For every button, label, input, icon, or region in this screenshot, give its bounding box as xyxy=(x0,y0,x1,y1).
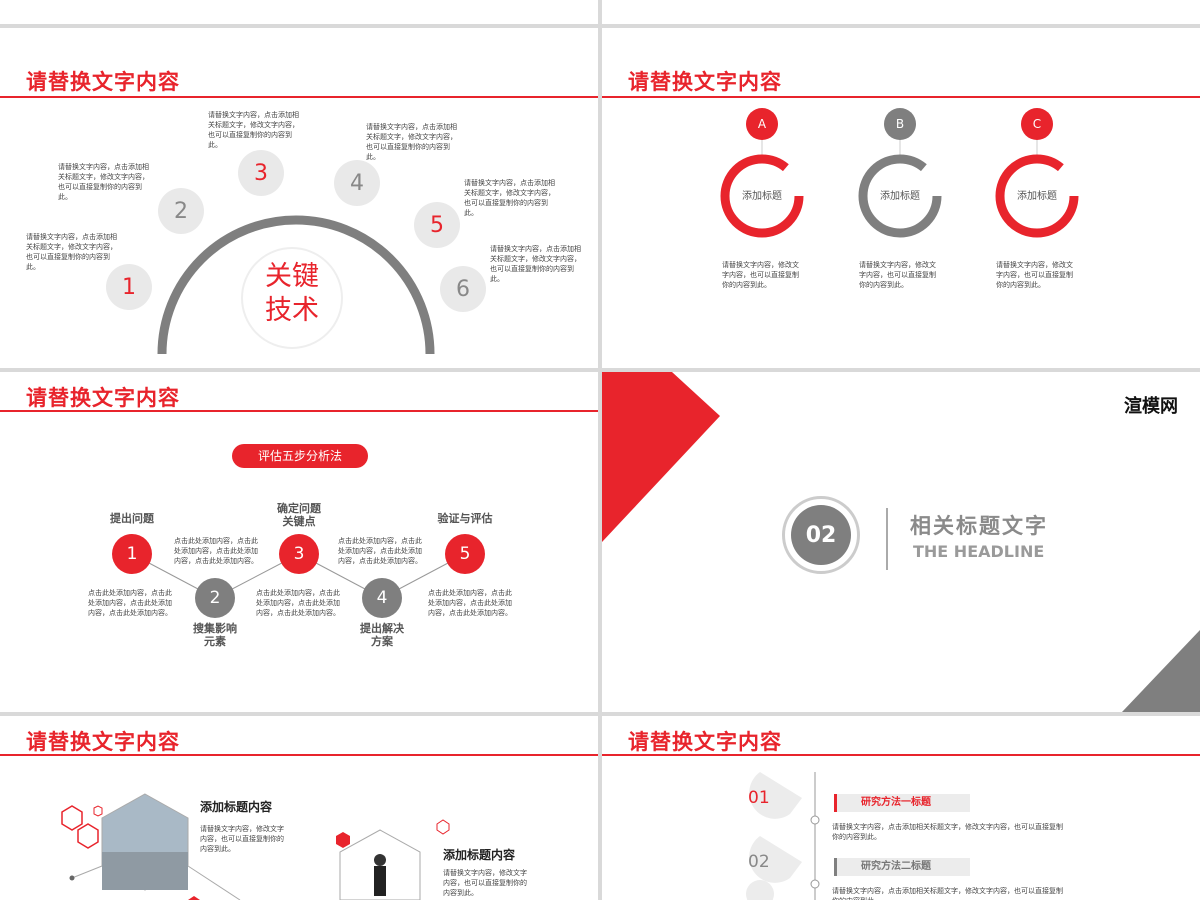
step-5: 5 xyxy=(445,534,485,574)
text-block: 请替换文字内容，点击添加相关标题文字，修改文字内容，也可以直接复制你的内容到此。 xyxy=(464,179,555,217)
bubble-2: 2 xyxy=(158,188,204,234)
section-number: 02 xyxy=(791,505,851,565)
slide-title: 请替换文字内容 xyxy=(628,70,782,94)
row-number: 01 xyxy=(748,788,770,808)
item1-title: 添加标题内容 xyxy=(200,800,273,814)
corner-triangles xyxy=(602,372,1200,712)
slide-key-technology: 请替换文字内容 关键技术 1 2 3 4 5 6 请替换文字内容，点击添加相关标… xyxy=(0,28,598,368)
step-desc: 点击此处添加内容，点击此处添加内容，点击此处添加内容，点击此处添加内容。 xyxy=(256,589,340,617)
item-desc: 请替换文字内容，修改文字内容，也可以直接复制你的内容到此。 xyxy=(859,261,936,289)
bubble-5: 5 xyxy=(414,202,460,248)
slide-title: 请替换文字内容 xyxy=(26,730,180,754)
step-label: 提出问题 xyxy=(110,512,154,525)
slide-title: 请替换文字内容 xyxy=(628,730,782,754)
slide-hexagon-items: 请替换文字内容 添加标题内容 请替换文字内容，修改文字内容，也可以直接复制你的内… xyxy=(0,716,598,900)
slide-three-titles: 请替换文字内容 A B C 添加标题 添加标题 添加标题 请替换文字内容，修改文… xyxy=(602,28,1200,368)
slide-top-left-partial xyxy=(0,0,598,24)
text-block: 请替换文字内容，点击添加相关标题文字，修改文字内容，也可以直接复制你的内容到此。 xyxy=(58,163,149,201)
step-1: 1 xyxy=(112,534,152,574)
text-block: 请替换文字内容，点击添加相关标题文字，修改文字内容，也可以直接复制你的内容到此。 xyxy=(490,245,581,283)
bubble-3: 3 xyxy=(238,150,284,196)
divider-bar xyxy=(886,508,888,570)
slide-title: 请替换文字内容 xyxy=(26,386,180,410)
step-label: 验证与评估 xyxy=(437,512,493,525)
timeline-graphic xyxy=(746,772,820,900)
analysis-pill: 评估五步分析法 xyxy=(232,444,368,468)
step-label: 搜集影响元素 xyxy=(193,622,237,648)
item2-desc: 请替换文字内容，修改文字内容，也可以直接复制你的内容到此。 xyxy=(443,869,527,897)
item-desc: 请替换文字内容，修改文字内容，也可以直接复制你的内容到此。 xyxy=(996,261,1073,289)
row-desc: 请替换文字内容，点击添加相关标题文字，修改文字内容，也可以直接复制你的内容到此。 xyxy=(832,887,1063,900)
letter-a: A xyxy=(746,108,778,140)
row-title: 研究方法二标题 xyxy=(834,858,970,876)
slide-research-methods: 请替换文字内容 01 02 研究方法一标题 研究方法二标题 请替换文字内容，点击… xyxy=(602,716,1200,900)
hexagon-graphics xyxy=(61,793,450,900)
text-block: 请替换文字内容，点击添加相关标题文字，修改文字内容，也可以直接复制你的内容到此。 xyxy=(208,111,299,149)
bubble-4: 4 xyxy=(334,160,380,206)
row-desc: 请替换文字内容，点击添加相关标题文字，修改文字内容，也可以直接复制你的内容到此。 xyxy=(832,823,1063,841)
letter-b: B xyxy=(884,108,916,140)
step-desc: 点击此处添加内容，点击此处添加内容，点击此处添加内容，点击此处添加内容。 xyxy=(174,537,258,565)
step-3: 3 xyxy=(279,534,319,574)
slide-title: 请替换文字内容 xyxy=(26,70,180,94)
item-title: 添加标题 xyxy=(742,191,782,202)
title-underline xyxy=(0,754,598,756)
step-desc: 点击此处添加内容，点击此处添加内容，点击此处添加内容，点击此处添加内容。 xyxy=(428,589,512,617)
text-block: 请替换文字内容，点击添加相关标题文字，修改文字内容，也可以直接复制你的内容到此。 xyxy=(26,233,117,271)
bubble-6: 6 xyxy=(440,266,486,312)
title-underline xyxy=(602,754,1200,756)
item2-title: 添加标题内容 xyxy=(443,848,516,862)
arc-graphic xyxy=(157,215,435,355)
title-underline xyxy=(0,96,598,98)
step-desc: 点击此处添加内容，点击此处添加内容，点击此处添加内容，点击此处添加内容。 xyxy=(88,589,172,617)
text-block: 请替换文字内容，点击添加相关标题文字，修改文字内容，也可以直接复制你的内容到此。 xyxy=(366,123,457,161)
item-title: 添加标题 xyxy=(1017,191,1057,202)
bubble-1: 1 xyxy=(106,264,152,310)
row-number: 02 xyxy=(748,852,770,872)
ring-graphics xyxy=(720,138,1079,238)
step-2: 2 xyxy=(195,578,235,618)
center-text: 关键技术 xyxy=(265,261,319,326)
step-label: 提出解决方案 xyxy=(360,622,404,648)
item-desc: 请替换文字内容，修改文字内容，也可以直接复制你的内容到此。 xyxy=(722,261,799,289)
row-title: 研究方法一标题 xyxy=(834,794,970,812)
brand-text: 渲模网 xyxy=(1124,396,1178,417)
item-title: 添加标题 xyxy=(880,191,920,202)
slide-section-02: 渲模网 02 相关标题文字 THE HEADLINE xyxy=(602,372,1200,712)
step-4: 4 xyxy=(362,578,402,618)
title-underline xyxy=(0,410,598,412)
letter-c: C xyxy=(1021,108,1053,140)
step-label: 确定问题关键点 xyxy=(277,502,321,528)
title-underline xyxy=(602,96,1200,98)
slide-top-right-partial xyxy=(602,0,1200,24)
item1-desc: 请替换文字内容，修改文字内容，也可以直接复制你的内容到此。 xyxy=(200,825,284,853)
number-ring: 02 xyxy=(782,496,860,574)
section-title-en: THE HEADLINE xyxy=(913,542,1045,561)
step-desc: 点击此处添加内容，点击此处添加内容，点击此处添加内容，点击此处添加内容。 xyxy=(338,537,422,565)
slide-five-steps: 请替换文字内容 评估五步分析法 1 2 3 4 5 提出问题 搜集影响元素 确定… xyxy=(0,372,598,712)
section-title-cn: 相关标题文字 xyxy=(910,514,1048,538)
